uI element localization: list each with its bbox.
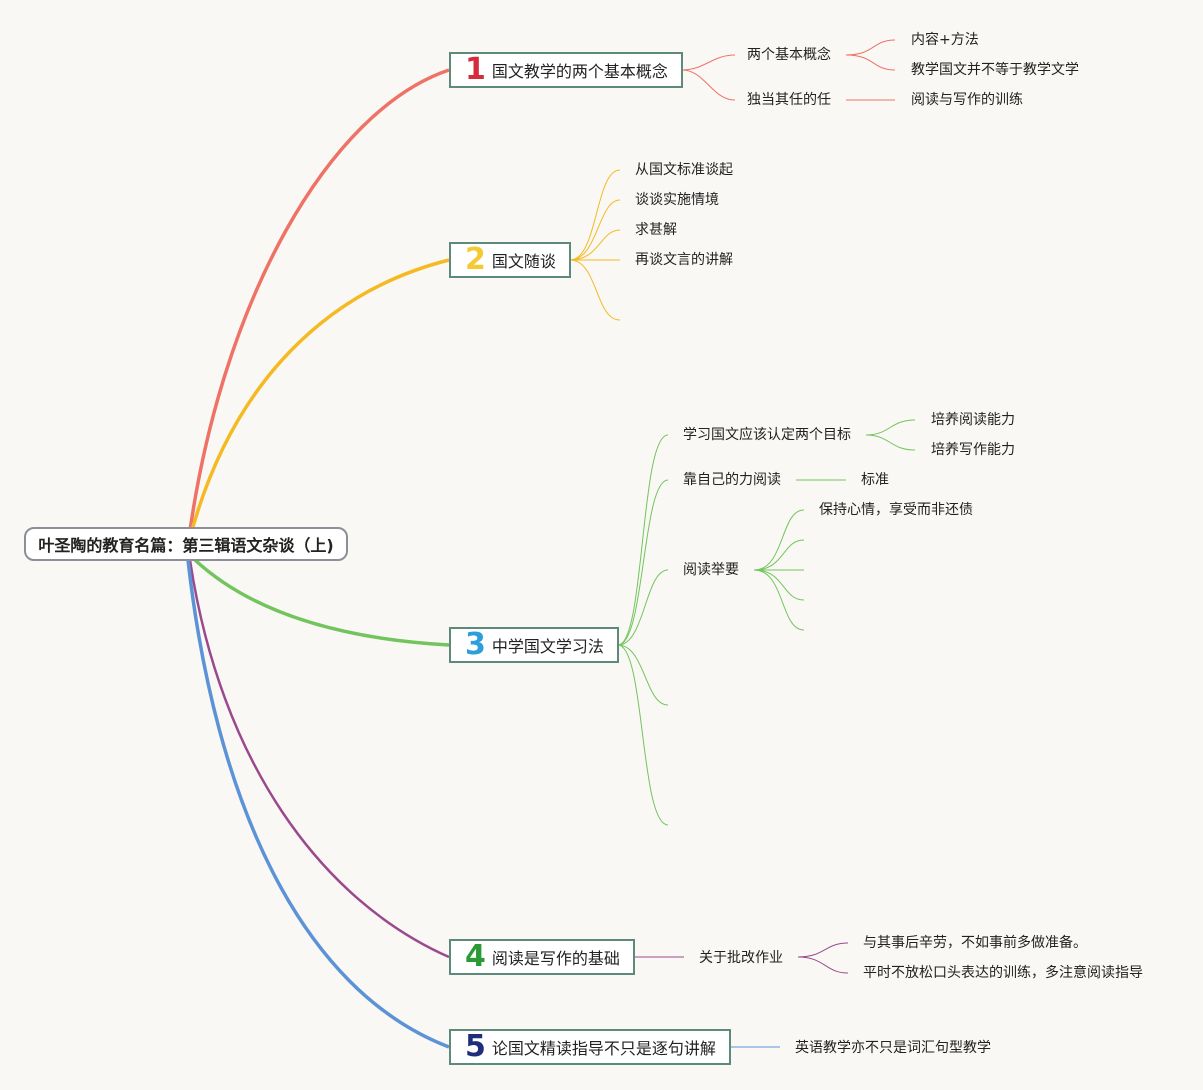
topic-3-label: 中学国文学习法 [491, 637, 604, 656]
subtopic-3-3[interactable]: 阅读举要 [683, 562, 739, 578]
topic-1-number-icon: 1 [465, 52, 486, 87]
subtopic-2-4[interactable]: 再谈文言的讲解 [635, 252, 733, 268]
topic-1[interactable]: 1 国文教学的两个基本概念 [449, 52, 683, 88]
topic-3[interactable]: 3 中学国文学习法 [449, 627, 619, 663]
topic-5-number-icon: 5 [465, 1029, 486, 1064]
topic-4[interactable]: 4 阅读是写作的基础 [449, 939, 635, 975]
subtopic-4-1[interactable]: 关于批改作业 [699, 950, 783, 966]
subtopic-1-1-2[interactable]: 教学国文并不等于教学文学 [911, 62, 1079, 78]
branch-line-2 [186, 258, 450, 546]
root-topic[interactable]: 叶圣陶的教育名篇：第三辑语文杂谈（上) [24, 527, 348, 561]
subtopic-3-1-1[interactable]: 培养阅读能力 [931, 412, 1015, 428]
subtopic-2-2[interactable]: 谈谈实施情境 [635, 192, 719, 208]
subtopic-1-1[interactable]: 两个基本概念 [747, 47, 831, 63]
topic-1-label: 国文教学的两个基本概念 [491, 62, 668, 81]
branch-line-4 [188, 559, 450, 959]
subtopic-2-1[interactable]: 从国文标准谈起 [635, 162, 733, 178]
root-topic-label: 叶圣陶的教育名篇：第三辑语文杂谈（上) [38, 536, 334, 555]
subtopic-3-2-1[interactable]: 标准 [861, 472, 889, 488]
subtopic-1-2-1[interactable]: 阅读与写作的训练 [911, 92, 1023, 108]
branch-3-sublines [617, 419, 916, 826]
topic-5[interactable]: 5 论国文精读指导不只是逐句讲解 [449, 1029, 731, 1065]
topic-4-label: 阅读是写作的基础 [491, 949, 620, 968]
topic-2[interactable]: 2 国文随谈 [449, 242, 571, 278]
branch-1-sublines [681, 39, 896, 101]
subtopic-2-3[interactable]: 求甚解 [635, 222, 677, 238]
subtopic-3-3-1[interactable]: 保持心情，享受而非还债 [819, 502, 973, 518]
subtopic-3-1[interactable]: 学习国文应该认定两个目标 [683, 427, 851, 443]
subtopic-3-2[interactable]: 靠自己的力阅读 [683, 472, 781, 488]
subtopic-1-1-1[interactable]: 内容+方法 [911, 32, 979, 48]
branch-line-3 [193, 558, 450, 647]
subtopic-3-1-2[interactable]: 培养写作能力 [931, 442, 1015, 458]
branch-line-5 [186, 559, 450, 1049]
topic-2-number-icon: 2 [465, 242, 486, 277]
subtopic-1-2[interactable]: 独当其任的任 [747, 92, 831, 108]
topic-2-label: 国文随谈 [491, 252, 556, 271]
topic-3-number-icon: 3 [465, 627, 486, 662]
subtopic-4-1-2[interactable]: 平时不放松口头表达的训练，多注意阅读指导 [863, 965, 1143, 981]
subtopic-5-1[interactable]: 英语教学亦不只是词汇句型教学 [795, 1040, 991, 1056]
branch-4-sublines [634, 942, 849, 974]
branch-line-1 [186, 68, 450, 546]
topic-4-number-icon: 4 [465, 939, 486, 974]
subtopic-4-1-1[interactable]: 与其事后辛劳，不如事前多做准备。 [863, 935, 1087, 951]
topic-5-label: 论国文精读指导不只是逐句讲解 [491, 1039, 716, 1058]
branch-2-sublines [569, 169, 621, 321]
